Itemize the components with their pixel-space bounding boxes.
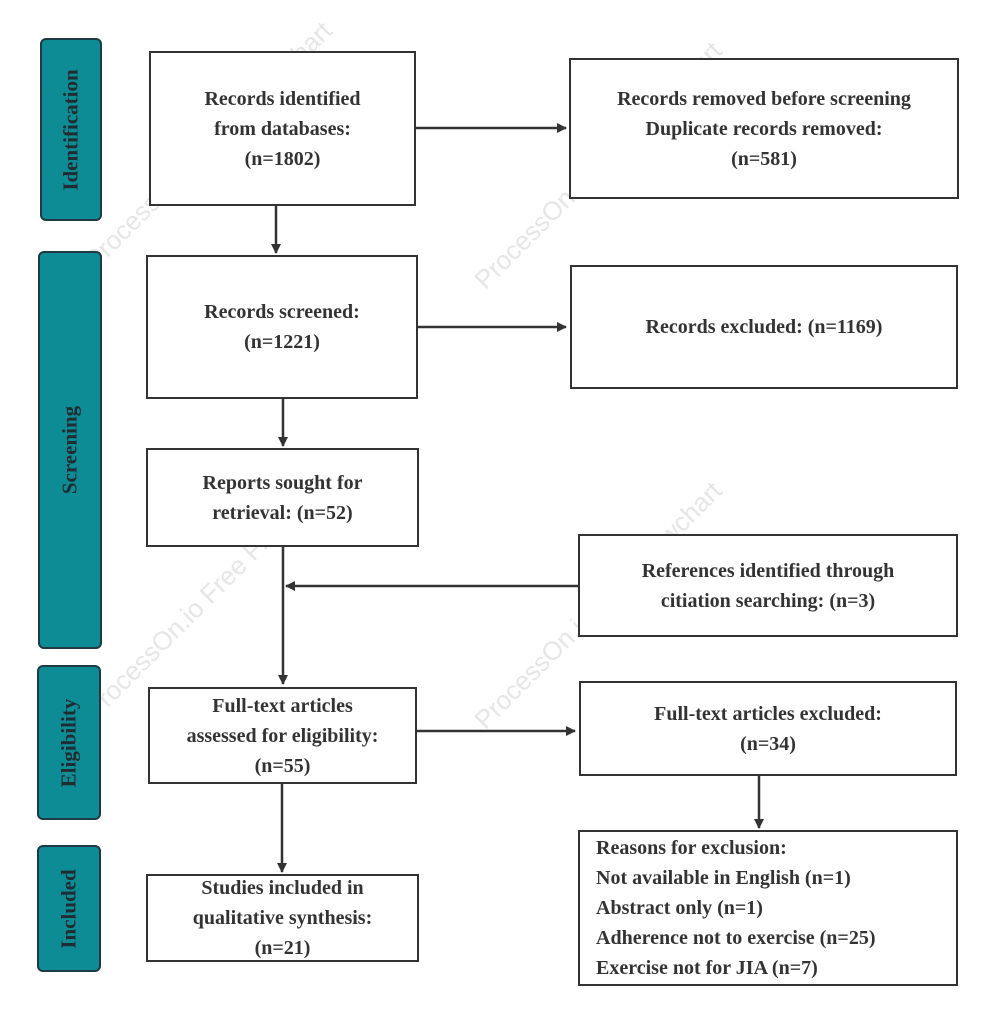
box-text: Duplicate records removed: — [645, 117, 883, 140]
box-text: Abstract only (n=1) — [596, 897, 763, 919]
box-text: Studies included in — [201, 877, 364, 899]
box-text: qualitative synthesis: — [192, 907, 373, 929]
box-fulltext-excluded: Full-text articles excluded: (n=34) — [579, 681, 957, 776]
box-text: Records screened: — [204, 301, 360, 323]
box-records-removed: Records removed before screening Duplica… — [569, 58, 959, 199]
box-citation-references: References identified through citiation … — [578, 534, 958, 637]
box-text: Records removed before screening — [617, 87, 911, 110]
phase-screening: Screening — [38, 251, 102, 649]
box-text: (n=1221) — [244, 331, 320, 353]
box-text: Full-text articles excluded: — [654, 702, 882, 725]
box-reports-sought: Reports sought for retrieval: (n=52) — [146, 448, 419, 547]
box-exclusion-reasons: Reasons for exclusion: Not available in … — [578, 830, 958, 986]
phase-included: Included — [37, 845, 101, 972]
box-text: citiation searching: (n=3) — [660, 589, 876, 612]
box-text: Adherence not to exercise (n=25) — [596, 927, 876, 949]
box-text: Records excluded: (n=1169) — [645, 316, 883, 338]
box-records-excluded: Records excluded: (n=1169) — [570, 265, 958, 389]
box-text: Records identified — [204, 87, 361, 110]
box-text: (n=21) — [254, 937, 311, 959]
box-text: (n=55) — [254, 754, 311, 777]
phase-eligibility: Eligibility — [37, 665, 101, 820]
box-text: from databases: — [214, 117, 351, 140]
phase-identification: Identification — [40, 38, 102, 221]
box-text: (n=34) — [740, 732, 796, 755]
box-text: (n=581) — [731, 147, 797, 170]
box-text: assessed for eligibility: — [186, 724, 379, 747]
box-fulltext-assessed: Full-text articles assessed for eligibil… — [148, 687, 417, 784]
box-text: Reasons for exclusion: — [596, 837, 787, 859]
box-text: Full-text articles — [212, 694, 353, 717]
box-text: retrieval: (n=52) — [212, 501, 353, 524]
box-records-screened: Records screened: (n=1221) — [146, 255, 418, 399]
box-records-identified: Records identified from databases: (n=18… — [149, 51, 416, 206]
box-text: Not available in English (n=1) — [596, 867, 851, 889]
box-text: Exercise not for JIA (n=7) — [596, 957, 818, 979]
box-text: (n=1802) — [244, 147, 321, 170]
box-text: Reports sought for — [202, 471, 363, 494]
box-text: References identified through — [641, 559, 895, 582]
box-studies-included: Studies included in qualitative synthesi… — [146, 874, 419, 962]
